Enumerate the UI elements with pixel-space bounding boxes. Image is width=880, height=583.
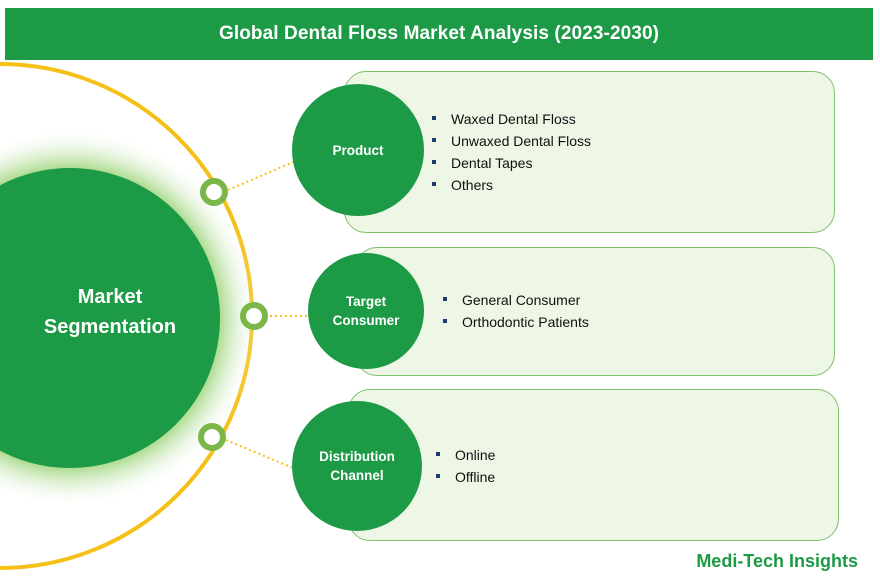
list-item-label: Unwaxed Dental Floss xyxy=(451,133,592,149)
segment-panel-product xyxy=(344,71,835,233)
segment-node-label-line1: Target xyxy=(345,294,387,309)
list-item-label: General Consumer xyxy=(462,292,581,308)
list-item-label: Waxed Dental Floss xyxy=(451,111,576,127)
connector-ring-distribution xyxy=(198,423,226,451)
bullet-icon xyxy=(436,452,440,456)
distribution-channel-list: Online Offline xyxy=(436,444,496,488)
list-item-label: Orthodontic Patients xyxy=(462,314,589,330)
list-item: Online xyxy=(436,444,496,466)
list-item: Waxed Dental Floss xyxy=(432,108,591,130)
bullet-icon xyxy=(432,138,436,142)
connector-ring-target xyxy=(240,302,268,330)
list-item: Unwaxed Dental Floss xyxy=(432,130,592,152)
segment-node-distribution-channel: Distribution Channel xyxy=(292,401,422,531)
segment-node-product: Product xyxy=(292,84,424,216)
center-label: Market Segmentation xyxy=(5,282,215,342)
bullet-icon xyxy=(443,319,447,323)
list-item: Offline xyxy=(436,466,496,488)
segment-node-label-line1: Distribution xyxy=(319,449,395,464)
list-item: Orthodontic Patients xyxy=(443,311,589,333)
segment-node-label-line1: Product xyxy=(332,142,384,158)
connector-line-distribution xyxy=(225,439,299,471)
connector-ring-product xyxy=(200,178,228,206)
segment-panel-distribution-channel xyxy=(348,389,839,541)
bullet-icon xyxy=(436,474,440,478)
title-banner: Global Dental Floss Market Analysis (202… xyxy=(5,8,873,60)
bullet-icon xyxy=(443,297,447,301)
bullet-icon xyxy=(432,160,436,164)
bullet-icon xyxy=(432,182,436,186)
center-circle xyxy=(0,168,220,468)
list-item-label: Online xyxy=(455,447,496,463)
segment-node-target-consumer: Target Consumer xyxy=(308,253,424,369)
product-list: Waxed Dental Floss Unwaxed Dental Floss … xyxy=(432,108,592,196)
center-label-line2: Segmentation xyxy=(43,316,177,338)
list-item: Others xyxy=(432,174,591,196)
brand-logo: Medi-Tech Insights xyxy=(696,551,858,571)
page-title: Global Dental Floss Market Analysis (202… xyxy=(218,23,660,44)
center-label-line1: Market xyxy=(77,286,143,308)
bullet-icon xyxy=(432,116,436,120)
segment-node-label-line2: Channel xyxy=(330,468,384,483)
segment-node-label-line2: Consumer xyxy=(332,313,400,328)
target-consumer-list: General Consumer Orthodontic Patients xyxy=(443,289,589,333)
list-item: General Consumer xyxy=(443,289,589,311)
list-item: Dental Tapes xyxy=(432,152,591,174)
segment-panel-target-consumer xyxy=(355,247,835,376)
connector-line-product xyxy=(227,159,299,191)
list-item-label: Dental Tapes xyxy=(451,155,533,171)
list-item-label: Others xyxy=(451,177,494,193)
list-item-label: Offline xyxy=(455,469,496,485)
